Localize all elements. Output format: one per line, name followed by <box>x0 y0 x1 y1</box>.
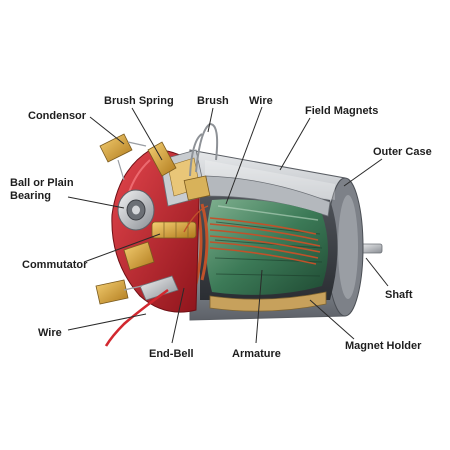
condensor-top-part <box>99 133 147 181</box>
leader-bearing <box>67 196 125 209</box>
leader-field-magnets <box>279 117 311 171</box>
leader-condensor <box>89 116 125 145</box>
label-field-magnets: Field Magnets <box>305 105 378 117</box>
label-wire-top: Wire <box>249 95 273 107</box>
armature-part <box>206 199 328 295</box>
label-brush: Brush <box>197 95 229 107</box>
label-wire-bottom: Wire <box>38 327 62 339</box>
wire-part <box>104 205 209 347</box>
label-commutator: Commutator <box>22 259 88 271</box>
leader-shaft <box>365 257 389 287</box>
leader-outer-case <box>343 158 383 187</box>
brush-part <box>183 175 211 201</box>
leader-armature <box>255 269 263 344</box>
label-brush-spring: Brush Spring <box>104 95 174 107</box>
label-armature: Armature <box>232 348 281 360</box>
commutator-part <box>151 221 197 239</box>
leader-wire-bottom <box>67 313 147 331</box>
magnet-holder-part <box>209 291 327 312</box>
bearing-part <box>117 189 155 231</box>
leader-magnet-holder <box>309 299 355 340</box>
label-outer-case: Outer Case <box>373 146 432 158</box>
leader-brush-spring <box>131 107 163 161</box>
label-magnet-holder: Magnet Holder <box>345 340 422 352</box>
leader-commutator <box>83 233 161 263</box>
leader-brush <box>207 107 214 133</box>
field-magnets-part <box>205 175 331 217</box>
leader-wire-top <box>225 106 263 205</box>
label-bearing-line2: Bearing <box>10 190 51 202</box>
label-shaft: Shaft <box>385 289 413 301</box>
leader-lines <box>67 106 389 344</box>
label-bearing-line1: Ball or Plain <box>10 177 74 189</box>
leader-end-bell <box>171 287 185 344</box>
label-condensor: Condensor <box>28 110 87 122</box>
label-end-bell: End-Bell <box>149 348 194 360</box>
condensor-bottom-part <box>95 279 143 305</box>
